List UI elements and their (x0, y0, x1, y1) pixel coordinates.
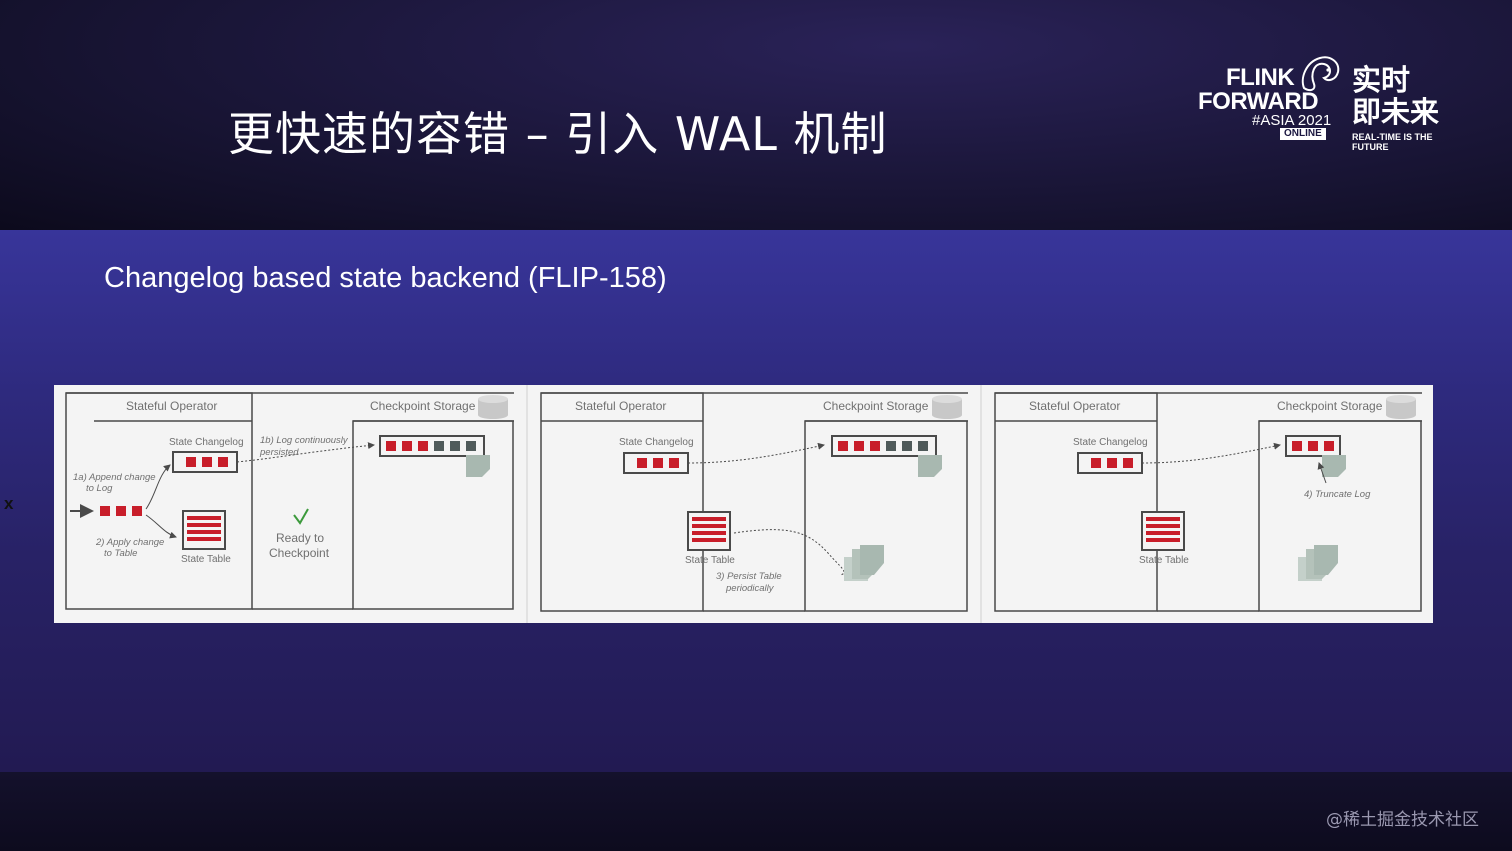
diagram-panel-2: Stateful Operator Checkpoint Storage Sta… (540, 392, 968, 612)
log-entry (418, 441, 428, 451)
log-entry (902, 441, 912, 451)
operator-box (994, 392, 1158, 612)
changelog-label: State Changelog (169, 437, 244, 448)
logo-online-badge: ONLINE (1280, 128, 1326, 140)
step-1a-label: 1a) Append change (73, 472, 156, 483)
operator-label: Stateful Operator (575, 399, 666, 413)
operator-label: Stateful Operator (126, 399, 217, 413)
diagram-panel-1: Stateful Operator Checkpoint Storage Sta… (65, 392, 514, 610)
log-entry (886, 441, 896, 451)
change-entry (669, 458, 679, 468)
operator-box (65, 392, 253, 610)
document-icon (466, 455, 490, 477)
changelog-label: State Changelog (619, 437, 694, 448)
log-entry (1292, 441, 1302, 451)
change-entry (218, 457, 228, 467)
state-table-label: State Table (1139, 555, 1189, 566)
log-entry (838, 441, 848, 451)
log-entry (918, 441, 928, 451)
database-icon (478, 395, 508, 419)
step-2-label: 2) Apply change (95, 537, 164, 548)
log-entry (450, 441, 460, 451)
step-3-label: 3) Persist Table (716, 571, 782, 582)
footer-band (0, 772, 1512, 851)
operator-box (540, 392, 704, 612)
change-entry (1123, 458, 1133, 468)
change-entry (202, 457, 212, 467)
changelog-label: State Changelog (1073, 437, 1148, 448)
state-table-icon (1141, 511, 1185, 551)
state-table-label: State Table (685, 555, 735, 566)
change-entry (637, 458, 647, 468)
logo-cn-line2: 即未来 (1352, 95, 1440, 129)
log-entry (1308, 441, 1318, 451)
step-1a-label: to Log (86, 483, 113, 494)
step-4-label: 4) Truncate Log (1304, 489, 1371, 500)
incoming-change (116, 506, 126, 516)
ready-label: Ready to (276, 531, 324, 545)
log-entry (434, 441, 444, 451)
state-table-label: State Table (181, 554, 231, 565)
change-entry (1107, 458, 1117, 468)
squirrel-icon (1301, 56, 1340, 92)
flink-forward-logo: FLINK FORWARD #ASIA 2021 ONLINE 实时 即未来 R… (1196, 56, 1456, 152)
diagram-panel-3: Stateful Operator Checkpoint Storage Sta… (994, 392, 1422, 612)
storage-label: Checkpoint Storage (1277, 399, 1383, 413)
slide-subtitle: Changelog based state backend (FLIP-158) (104, 262, 667, 294)
logo-asia: #ASIA 2021 (1252, 112, 1332, 129)
state-table-icon (687, 511, 731, 551)
log-entry (386, 441, 396, 451)
header-background (0, 0, 1512, 230)
database-icon (932, 395, 962, 419)
incoming-change (132, 506, 142, 516)
logo-flink: FLINK (1226, 64, 1295, 91)
diagram-strip: Stateful Operator Checkpoint Storage Sta… (54, 385, 1433, 623)
logo-cn-line1: 实时 (1352, 63, 1411, 97)
operator-label: Stateful Operator (1029, 399, 1120, 413)
storage-label: Checkpoint Storage (823, 399, 929, 413)
log-entry (466, 441, 476, 451)
state-table-icon (182, 510, 226, 550)
database-icon (1386, 395, 1416, 419)
watermark: @稀土掘金技术社区 (1326, 810, 1479, 830)
ready-label: Checkpoint (269, 546, 330, 560)
log-entry (854, 441, 864, 451)
documents-icon (1298, 545, 1338, 581)
incoming-change (100, 506, 110, 516)
log-entry (402, 441, 412, 451)
slide-title: 更快速的容错 – 引入 WAL 机制 (228, 107, 888, 161)
step-2-label: to Table (104, 548, 137, 559)
change-entry (653, 458, 663, 468)
change-entry (186, 457, 196, 467)
storage-label: Checkpoint Storage (370, 399, 476, 413)
side-mark: x (4, 494, 14, 513)
step-1b-label: persisted (259, 447, 299, 458)
documents-icon (844, 545, 884, 581)
step-1b-label: 1b) Log continuously (260, 435, 349, 446)
log-entry (1324, 441, 1334, 451)
document-icon (918, 455, 942, 477)
logo-forward: FORWARD (1198, 88, 1319, 115)
panel-divider (980, 385, 982, 623)
logo-tagline: REAL-TIME IS THE FUTURE (1352, 132, 1433, 152)
panel-divider (526, 385, 528, 623)
log-entry (870, 441, 880, 451)
checkmark-icon (293, 508, 309, 525)
change-entry (1091, 458, 1101, 468)
document-icon (1322, 455, 1346, 477)
step-3-label: periodically (725, 583, 775, 594)
